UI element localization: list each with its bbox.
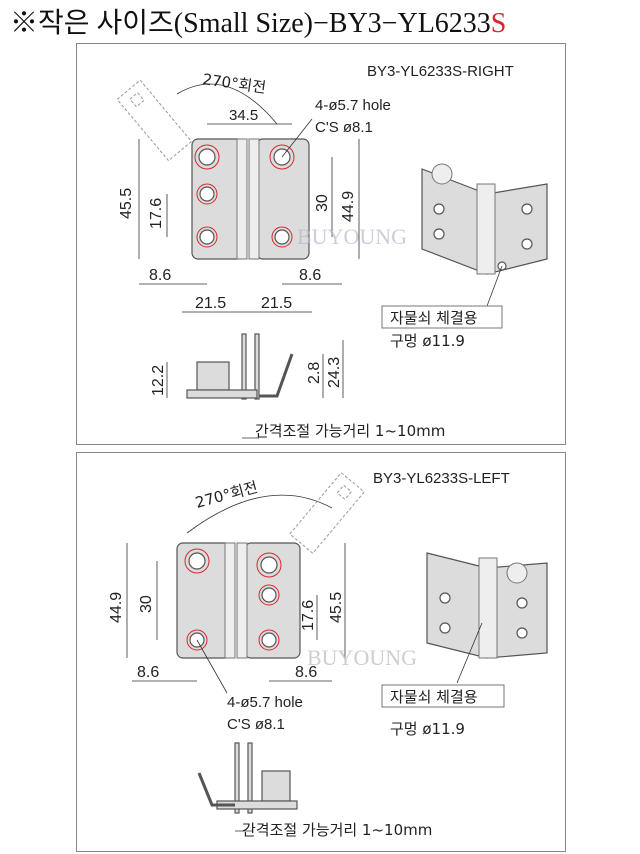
side-view bbox=[197, 742, 298, 814]
countersink-spec: C'S ø8.1 bbox=[315, 119, 373, 136]
countersink-bottom-right bbox=[258, 629, 280, 651]
hole-bottom-left bbox=[199, 229, 215, 245]
offset-left-value: 8.6 bbox=[137, 664, 159, 681]
watermark-brand: BUYOUNG bbox=[297, 224, 407, 249]
offset-right-value: 8.6 bbox=[295, 664, 317, 681]
countersink-top-right bbox=[256, 552, 282, 578]
hole-mid-right bbox=[261, 587, 277, 603]
rotation-arc bbox=[176, 83, 278, 125]
rotation-label: 270°회전 bbox=[201, 70, 267, 97]
countersink-bottom-left bbox=[186, 629, 208, 651]
offset-right-value: 8.6 bbox=[299, 267, 321, 284]
hole-spec: 4-ø5.7 hole bbox=[315, 97, 391, 114]
lock-label: 자물쇠 체결용 bbox=[390, 688, 478, 706]
knuckle-right bbox=[248, 138, 260, 260]
lock-label-box bbox=[381, 305, 503, 329]
left-hinge-drawing: BY3-YL6233S-LEFT 270°회전 44.9 30 17.6 45.… bbox=[108, 470, 548, 839]
countersink-mid-right bbox=[258, 584, 280, 606]
side-view bbox=[186, 333, 294, 400]
half-right-value: 21.5 bbox=[261, 295, 292, 312]
countersink-bottom-left bbox=[196, 226, 218, 248]
height-right-inner-value: 17.6 bbox=[300, 600, 317, 631]
knuckle-left bbox=[236, 138, 248, 260]
height-left-outer-value: 44.9 bbox=[108, 592, 125, 623]
rotated-leaf-ghost bbox=[116, 79, 193, 162]
knuckle-right bbox=[236, 542, 248, 659]
side-thick-value: 12.2 bbox=[150, 365, 167, 396]
hole-top-left bbox=[188, 552, 206, 570]
adjust-label: 간격조절 가능거리 1~10mm bbox=[255, 422, 445, 440]
hole-mid-left bbox=[199, 186, 215, 202]
height-outer-value: 45.5 bbox=[118, 188, 135, 219]
height-right-inner-value: 30 bbox=[314, 194, 331, 212]
knuckle-left bbox=[224, 542, 236, 659]
height-inner-value: 17.6 bbox=[148, 198, 165, 229]
page-title: ※작은 사이즈(Small Size)−BY3−YL6233S bbox=[10, 6, 506, 42]
countersink-top-right bbox=[269, 144, 295, 170]
hole-leader bbox=[196, 639, 228, 694]
countersink-spec: C'S ø8.1 bbox=[227, 716, 285, 733]
side-gap-value: 2.8 bbox=[306, 362, 323, 384]
lock-label: 자물쇠 체결용 bbox=[390, 309, 478, 327]
hole-spec: 4-ø5.7 hole bbox=[227, 694, 303, 711]
hinge-3d-view bbox=[421, 163, 548, 275]
lock-leader bbox=[486, 265, 503, 307]
lock-label-box bbox=[381, 684, 505, 708]
top-width-value: 34.5 bbox=[229, 107, 258, 124]
adjust-label: 간격조절 가능거리 1~10mm bbox=[242, 821, 432, 839]
hole-leader bbox=[281, 118, 313, 158]
hole-top-left bbox=[198, 148, 216, 166]
model-label: BY3-YL6233S-LEFT bbox=[373, 470, 510, 487]
offset-left-value: 8.6 bbox=[149, 267, 171, 284]
panel-right-hinge: BY3-YL6233S-RIGHT 270°회전 4-ø5.7 hole C'S… bbox=[76, 43, 566, 445]
right-hinge-drawing: BY3-YL6233S-RIGHT 270°회전 4-ø5.7 hole C'S… bbox=[116, 63, 548, 440]
watermark-brand: BUYOUNG bbox=[307, 645, 417, 670]
half-left-value: 21.5 bbox=[195, 295, 226, 312]
hole-bottom-right bbox=[274, 229, 290, 245]
rotated-leaf-ghost bbox=[289, 472, 365, 554]
lock-hole: 구멍 ø11.9 bbox=[390, 720, 465, 738]
countersink-top-left bbox=[184, 548, 210, 574]
lock-hole: 구멍 ø11.9 bbox=[390, 332, 465, 350]
height-right-outer-value: 45.5 bbox=[328, 592, 345, 623]
hole-top-right bbox=[260, 556, 278, 574]
lock-leader bbox=[456, 622, 483, 684]
side-height-value: 24.3 bbox=[326, 357, 343, 388]
countersink-mid-left bbox=[196, 183, 218, 205]
hole-bottom-right bbox=[261, 632, 277, 648]
title-text: ※작은 사이즈(Small Size)−BY3−YL6233 bbox=[10, 8, 491, 39]
height-left-inner-value: 30 bbox=[138, 595, 155, 613]
countersink-top-left bbox=[194, 144, 220, 170]
title-accent: S bbox=[490, 8, 507, 39]
model-label: BY3-YL6233S-RIGHT bbox=[367, 63, 514, 80]
height-right-outer-value: 44.9 bbox=[340, 191, 357, 222]
countersink-bottom-right bbox=[271, 226, 293, 248]
hinge-3d-view bbox=[426, 552, 548, 659]
panel-left-hinge: BY3-YL6233S-LEFT 270°회전 44.9 30 17.6 45.… bbox=[76, 452, 566, 852]
rotation-label: 270°회전 bbox=[193, 478, 259, 512]
